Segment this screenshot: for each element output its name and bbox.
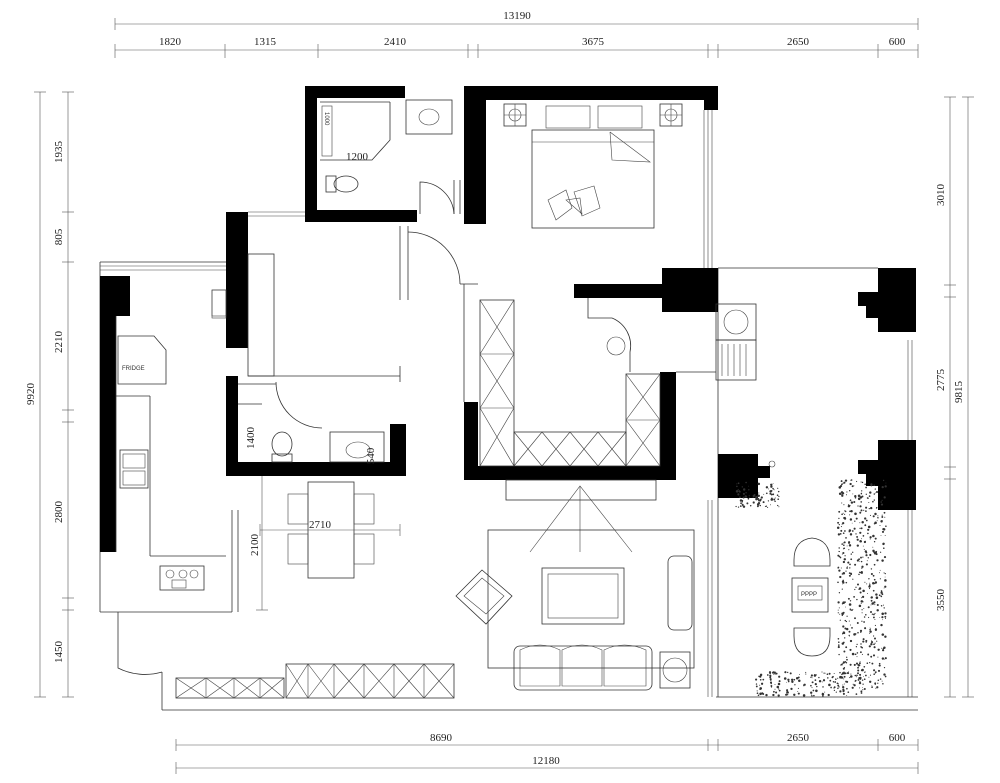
dim-left-3: 2210 bbox=[53, 331, 65, 354]
desk bbox=[247, 253, 275, 377]
living-room bbox=[455, 479, 695, 691]
dim-top-5: 2650 bbox=[787, 36, 810, 48]
fridge-icon: FRIDGE bbox=[117, 335, 167, 385]
dim-right-1: 3010 bbox=[935, 184, 947, 207]
dim-bottom-3: 600 bbox=[889, 732, 906, 744]
dim-top-2: 1315 bbox=[254, 36, 277, 48]
balcony-table bbox=[791, 577, 829, 613]
side-sofa bbox=[667, 555, 693, 631]
wardrobe-horizontal bbox=[513, 431, 627, 467]
door-frame-left bbox=[211, 289, 227, 319]
wardrobe-vertical bbox=[479, 299, 515, 467]
toilet-2-icon bbox=[271, 431, 293, 463]
dim-left-5: 1450 bbox=[53, 641, 65, 664]
basin-2 bbox=[329, 431, 385, 463]
dim-right-total: 9815 bbox=[953, 381, 965, 404]
bath-shower-label: 1200 bbox=[346, 151, 369, 163]
bath-shower-side-label: 1000 bbox=[323, 112, 329, 126]
dim-left-1: 1935 bbox=[53, 141, 65, 164]
stove-icon bbox=[159, 565, 205, 591]
dimension-lines bbox=[34, 18, 974, 774]
dim-left-2: 805 bbox=[53, 228, 65, 245]
dim-left-total: 9920 bbox=[25, 383, 37, 406]
toilet-icon bbox=[325, 175, 359, 193]
balcony-chair-top bbox=[793, 537, 831, 567]
balcony-planter bbox=[735, 479, 887, 697]
dining-depth-label: 2100 bbox=[249, 534, 261, 557]
dim-left-4: 2800 bbox=[53, 501, 65, 524]
basin-width-label: 540 bbox=[365, 447, 377, 464]
lamp bbox=[606, 336, 626, 356]
balcony-table-label: PPPP bbox=[801, 592, 817, 598]
balcony-chair-bottom bbox=[793, 627, 831, 657]
basin bbox=[405, 99, 453, 135]
cushions bbox=[547, 185, 601, 221]
sink-icon bbox=[119, 449, 149, 489]
bed bbox=[531, 129, 655, 229]
dining-area: 2710 2100 bbox=[249, 476, 401, 611]
wc-depth-label: 1400 bbox=[245, 427, 257, 450]
hall-closets bbox=[399, 226, 661, 467]
kitchen: FRIDGE bbox=[115, 289, 239, 612]
dim-right-2: 2775 bbox=[935, 369, 947, 392]
side-table bbox=[659, 651, 691, 689]
pillow-right bbox=[597, 105, 643, 129]
dim-right-3: 3550 bbox=[935, 589, 947, 612]
master-bedroom bbox=[503, 103, 683, 372]
entry-cabinets bbox=[175, 663, 455, 699]
tv-cabinet bbox=[505, 479, 657, 501]
coffee-table bbox=[541, 567, 625, 625]
walls bbox=[100, 86, 916, 552]
bathroom-top: 1000 1200 bbox=[320, 99, 461, 215]
utility-balcony: PPPP bbox=[676, 303, 831, 657]
dim-bottom-total: 12180 bbox=[532, 755, 560, 767]
shower-rail bbox=[321, 105, 333, 157]
dim-top-4: 3675 bbox=[582, 36, 605, 48]
utility-sink bbox=[715, 339, 757, 381]
armchair bbox=[455, 569, 513, 625]
pillow-left bbox=[545, 105, 591, 129]
dim-top-total: 13190 bbox=[503, 10, 531, 22]
sofa bbox=[513, 644, 653, 691]
dimension-texts: 13190 1820 1315 2410 3675 2650 600 9920 … bbox=[25, 10, 965, 767]
washer bbox=[715, 303, 757, 341]
outer-outline bbox=[99, 110, 918, 711]
dim-top-1: 1820 bbox=[159, 36, 182, 48]
living-rug bbox=[487, 529, 695, 669]
dim-top-6: 600 bbox=[889, 36, 906, 48]
dim-bottom-1: 8690 bbox=[430, 732, 453, 744]
dim-top-3: 2410 bbox=[384, 36, 407, 48]
fridge-label: FRIDGE bbox=[122, 366, 145, 372]
dim-bottom-2: 2650 bbox=[787, 732, 810, 744]
dining-width-label: 2710 bbox=[309, 519, 332, 531]
